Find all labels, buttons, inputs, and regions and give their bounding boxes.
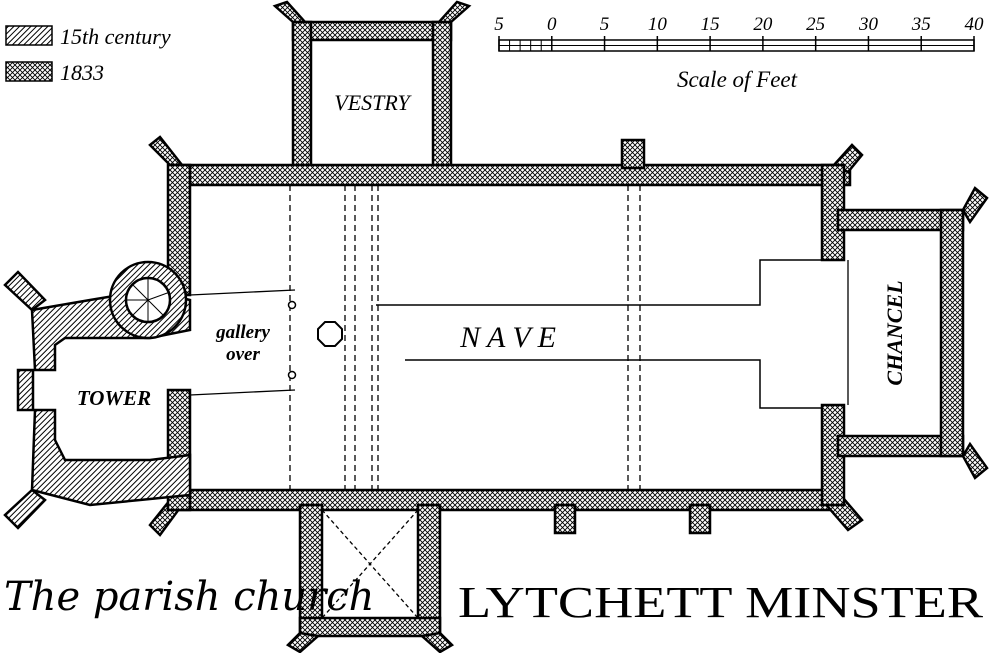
scale-tick-label: 25 [806,14,825,35]
legend-swatch-15th-century [5,25,53,46]
nave-south-wall [148,488,864,537]
gallery-column [287,370,297,380]
chancel-label: CHANCEL [882,280,907,385]
south-porch-walls [285,503,455,653]
vestry-walls [272,0,472,172]
tower-label: TOWER [77,386,151,410]
walls [3,0,989,653]
gallery-label-over: over [226,344,260,365]
scale-caption: Scale of Feet [677,67,798,92]
legend-label-15th-century: 15th century [60,24,171,49]
chancel-walls [836,186,989,480]
stair-turret [108,260,188,340]
vestry-label: VESTRY [334,90,412,115]
scale-tick-label: 5 [600,14,610,35]
scale-tick-label: 30 [858,14,879,35]
scale-tick-label: 40 [965,14,985,35]
nave-label: N A V E [459,321,556,354]
gallery-label: gallery [215,322,270,343]
font-octagon [317,321,343,347]
scale-tick-label: 5 [494,14,504,35]
scale-bar: 5 0 5 10 15 20 25 30 35 40 Scale of Feet [494,14,984,92]
interior-lines [189,185,849,619]
gallery-column [287,300,297,310]
title-name: LYTCHETT MINSTER [458,578,984,627]
legend-label-1833: 1833 [60,60,104,85]
scale-tick-label: 15 [701,14,720,35]
scale-tick-label: 10 [648,14,668,35]
title-script: The parish church [4,574,374,620]
nave-east-walls [820,163,846,507]
scale-tick-label: 0 [547,14,557,35]
scale-tick-label: 20 [753,14,773,35]
legend: 15th century 1833 [5,24,171,85]
legend-swatch-1833 [5,61,53,82]
nave-north-wall [148,135,864,187]
scale-tick-label: 35 [911,14,931,35]
